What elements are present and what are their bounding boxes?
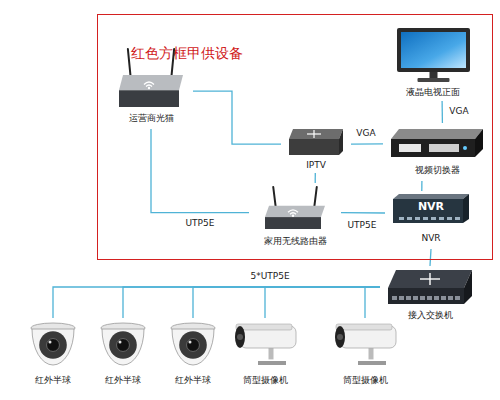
device-label: 液晶电视正面 [406, 87, 460, 98]
kvm-icon [389, 125, 485, 161]
cable [430, 249, 431, 266]
cable [421, 181, 422, 191]
router-device: 运营商光猫 [109, 45, 193, 129]
device-label: 运营商光猫 [129, 113, 174, 124]
device-marking: NVR [418, 200, 444, 214]
cable [53, 287, 380, 318]
router-icon [263, 185, 327, 231]
cable [441, 101, 443, 123]
dome-device: 红外半球 [92, 318, 154, 390]
cable [151, 129, 249, 213]
cable-label: UTP5E [184, 218, 217, 229]
cable [365, 287, 380, 318]
device-label: 家用无线路由器 [264, 236, 327, 247]
device-label: 红外半球 [35, 375, 71, 386]
iptv-icon [287, 127, 345, 157]
device-label: IPTV [306, 160, 326, 171]
dome-icon [30, 322, 76, 368]
nvr-device: NVR NVR [385, 191, 477, 249]
device-label: NVR [421, 233, 440, 244]
tv-icon [396, 27, 471, 83]
device-label: 接入交换机 [408, 310, 453, 321]
cable-label: VGA [354, 128, 377, 139]
dome-device: 红外半球 [162, 318, 224, 390]
dome-icon [100, 322, 146, 368]
cable-label: 5*UTP5E [248, 271, 291, 282]
device-label: 筒型摄像机 [343, 375, 388, 386]
cable [315, 173, 316, 183]
cyl-icon [330, 322, 400, 366]
sw-device: 接入交换机 [380, 266, 480, 326]
cyl-device: 筒型摄像机 [326, 318, 404, 390]
router-device: 家用无线路由器 [249, 183, 341, 249]
device-label: 红外半球 [105, 375, 141, 386]
cable-label: UTP5E [346, 220, 379, 231]
device-label: 视频切换器 [415, 165, 460, 176]
cable [123, 287, 380, 318]
dome-device: 红外半球 [22, 318, 84, 390]
cable [351, 143, 383, 145]
cyl-icon [230, 322, 300, 366]
cable-label: VGA [447, 106, 470, 117]
iptv-device: IPTV [281, 125, 351, 173]
cable [341, 212, 385, 214]
sw-icon [386, 268, 474, 306]
frame-title: 红色方框甲供设备 [131, 45, 243, 62]
router-icon [117, 47, 185, 109]
cable [265, 287, 380, 318]
tv-device: 液晶电视正面 [386, 25, 481, 101]
kvm-device: 视频切换器 [383, 123, 491, 181]
device-label: 筒型摄像机 [243, 375, 288, 386]
device-label: 红外半球 [175, 375, 211, 386]
cyl-device: 筒型摄像机 [226, 318, 304, 390]
cable [193, 287, 380, 318]
cable [193, 91, 281, 144]
supply-frame: 红色方框甲供设备液晶电视正面IPTV视频切换器运营商光猫家用无线路由器NVRNV… [97, 14, 493, 260]
dome-icon [170, 322, 216, 368]
